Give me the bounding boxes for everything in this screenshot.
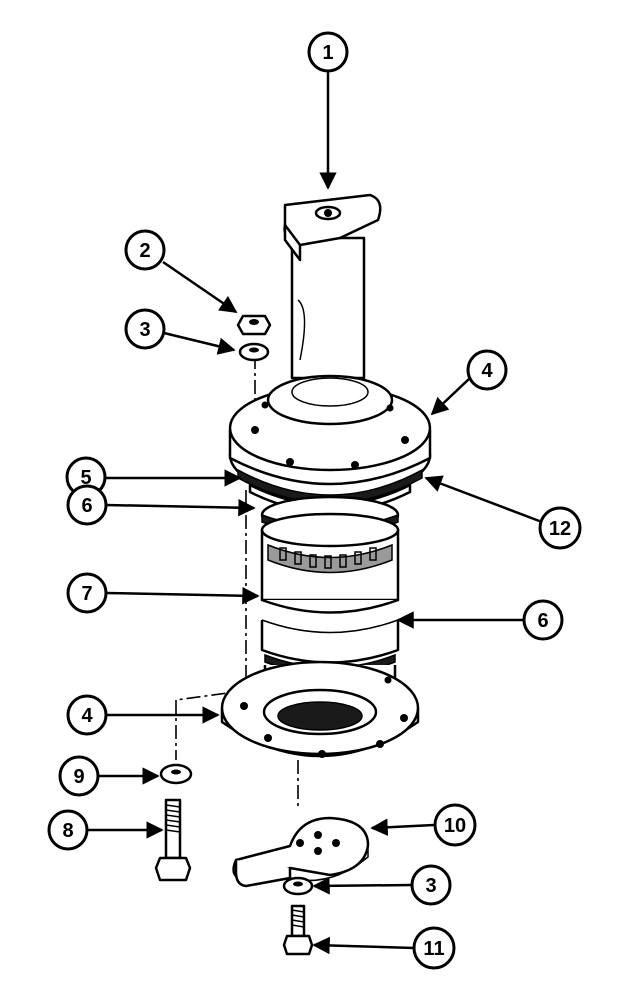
callout-4-upper-label: 4: [481, 360, 493, 382]
callout-8-label: 8: [62, 820, 73, 842]
callout-4-lower: 4: [66, 694, 108, 736]
callout-3-lower: 3: [410, 864, 452, 906]
callout-2: 2: [124, 229, 166, 271]
lower-housing-flange: [220, 660, 420, 758]
pivot-shaft: [283, 193, 382, 380]
leader-lines: [88, 72, 543, 955]
callout-3-lower-label: 3: [425, 875, 436, 897]
lock-washer-lower: [159, 763, 193, 785]
callout-3-label: 3: [139, 319, 150, 341]
callout-1-label: 1: [322, 42, 333, 64]
callout-7: 7: [66, 572, 108, 614]
callout-2-label: 2: [139, 240, 150, 262]
callout-9-label: 9: [73, 766, 84, 788]
callout-1: 1: [307, 31, 349, 73]
callout-11: 11: [412, 926, 456, 970]
callout-4-upper: 4: [466, 349, 508, 391]
callout-3: 3: [124, 308, 166, 350]
roller-bearing: [260, 512, 400, 664]
callout-12-label: 12: [549, 518, 571, 540]
upper-housing-flange: [228, 374, 432, 499]
callout-4-lower-label: 4: [81, 705, 93, 727]
bearing-rollers: [279, 547, 377, 569]
callout-10: 10: [433, 803, 477, 847]
callout-12: 12: [538, 506, 582, 550]
callouts: 1 2 3 4 5 12 6 7: [47, 31, 582, 970]
callout-8: 8: [47, 809, 89, 851]
callout-6-lower-label: 6: [537, 610, 548, 632]
callout-6-upper: 6: [66, 484, 108, 526]
hex-bolt: [154, 798, 192, 882]
callout-11-label: 11: [423, 938, 444, 960]
callout-10-label: 10: [444, 815, 466, 837]
callout-7-label: 7: [81, 583, 92, 605]
retainer-plate: [232, 816, 370, 888]
callout-6-lower: 6: [522, 599, 564, 641]
callout-5-label: 5: [80, 467, 91, 489]
hex-nut: [236, 314, 272, 336]
callout-6-upper-label: 6: [81, 495, 92, 517]
lock-washer-upper: [238, 342, 270, 362]
cap-screw: [282, 904, 314, 956]
lock-washer-bottom: [282, 876, 314, 896]
callout-9: 9: [58, 755, 100, 797]
